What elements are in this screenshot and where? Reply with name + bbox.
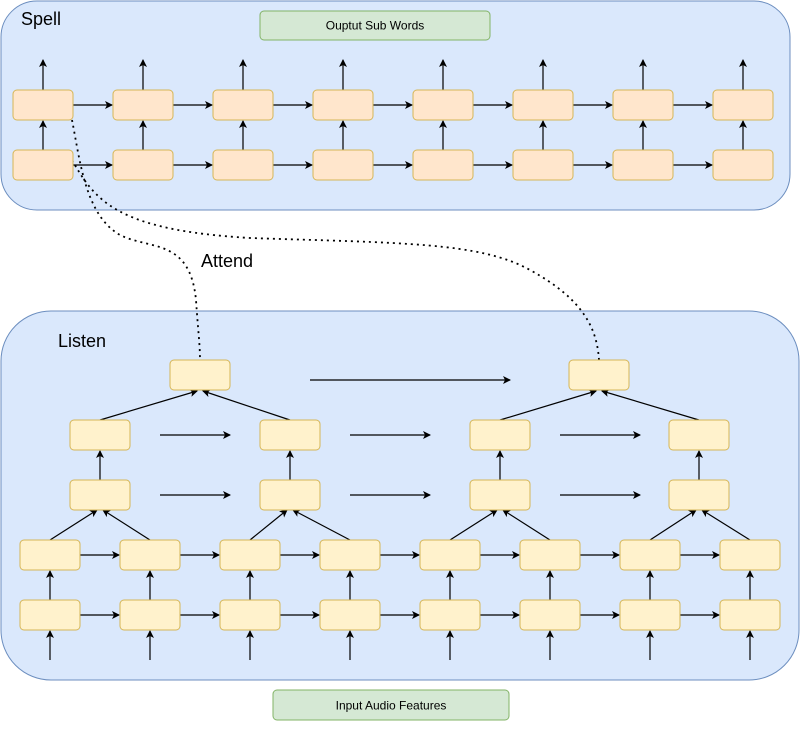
attention-curve-left <box>71 119 201 361</box>
attend-label: Attend <box>201 251 253 271</box>
spell-title: Spell <box>21 9 61 29</box>
listen-base-cell-top-4 <box>319 539 381 571</box>
listen-base-cell-top-6 <box>519 539 581 571</box>
spell-cell-top-2 <box>112 89 174 121</box>
spell-cell-top-7 <box>612 89 674 121</box>
input-audio-features-box <box>272 689 510 721</box>
listen-merge-arrow <box>649 509 697 541</box>
output-sub-words-box <box>259 10 491 41</box>
listen-merge-arrow <box>102 509 151 541</box>
output-sub-words-label: Ouptut Sub Words <box>326 19 425 33</box>
spell-cell-bottom-4 <box>312 149 374 181</box>
listen-merge-arrow <box>99 389 198 421</box>
listen-merge-arrow <box>499 389 597 421</box>
listen-pyramid-cell-top-3 <box>469 419 531 451</box>
input-audio-features-label: Input Audio Features <box>336 699 447 713</box>
listen-base-cell-bottom-8 <box>719 599 781 631</box>
listen-pyramid-cell-top-1 <box>69 419 131 451</box>
listen-merge-arrow <box>202 389 291 421</box>
listen-merge-arrow <box>601 389 700 421</box>
spell-cell-bottom-3 <box>212 149 274 181</box>
listen-base-cell-top-2 <box>119 539 181 571</box>
listen-pyramid-cell-bottom-3 <box>469 479 531 511</box>
listen-base-cell-bottom-2 <box>119 599 181 631</box>
spell-cell-bottom-2 <box>112 149 174 181</box>
listen-base-cell-bottom-4 <box>319 599 381 631</box>
cells-layer <box>12 89 781 631</box>
spell-cell-top-6 <box>512 89 574 121</box>
listen-pyramid-cell-bottom-1 <box>69 479 131 511</box>
listen-base-cell-bottom-7 <box>619 599 681 631</box>
listen-base-cell-bottom-1 <box>19 599 81 631</box>
spell-cell-top-8 <box>712 89 774 121</box>
spell-cell-bottom-1 <box>12 149 74 181</box>
listen-merge-arrow <box>701 509 751 541</box>
spell-cell-bottom-8 <box>712 149 774 181</box>
listen-top-cell-2 <box>568 359 630 391</box>
attention-curve-right <box>71 159 600 361</box>
listen-pyramid-cell-top-2 <box>259 419 321 451</box>
listen-title: Listen <box>58 331 106 351</box>
listen-base-cell-top-1 <box>19 539 81 571</box>
listen-pyramid-cell-bottom-4 <box>668 479 730 511</box>
listen-base-cell-top-5 <box>419 539 481 571</box>
spell-cell-top-1 <box>12 89 74 121</box>
listen-pyramid-cell-bottom-2 <box>259 479 321 511</box>
listen-base-cell-bottom-6 <box>519 599 581 631</box>
listen-merge-arrow <box>502 509 551 541</box>
listen-merge-arrow <box>49 509 98 541</box>
spell-cell-top-5 <box>412 89 474 121</box>
spell-cell-bottom-6 <box>512 149 574 181</box>
listen-merge-arrow <box>249 509 288 541</box>
spell-cell-top-3 <box>212 89 274 121</box>
edges-layer <box>39 59 754 660</box>
listen-base-cell-bottom-5 <box>419 599 481 631</box>
listen-base-cell-top-8 <box>719 539 781 571</box>
listen-base-cell-top-7 <box>619 539 681 571</box>
listen-base-cell-top-3 <box>219 539 281 571</box>
spell-cell-bottom-5 <box>412 149 474 181</box>
spell-cell-bottom-7 <box>612 149 674 181</box>
listen-pyramid-cell-top-4 <box>668 419 730 451</box>
listen-merge-arrow <box>449 509 498 541</box>
spell-cell-top-4 <box>312 89 374 121</box>
listen-merge-arrow <box>292 509 351 541</box>
listen-top-cell-1 <box>169 359 231 391</box>
listen-base-cell-bottom-3 <box>219 599 281 631</box>
